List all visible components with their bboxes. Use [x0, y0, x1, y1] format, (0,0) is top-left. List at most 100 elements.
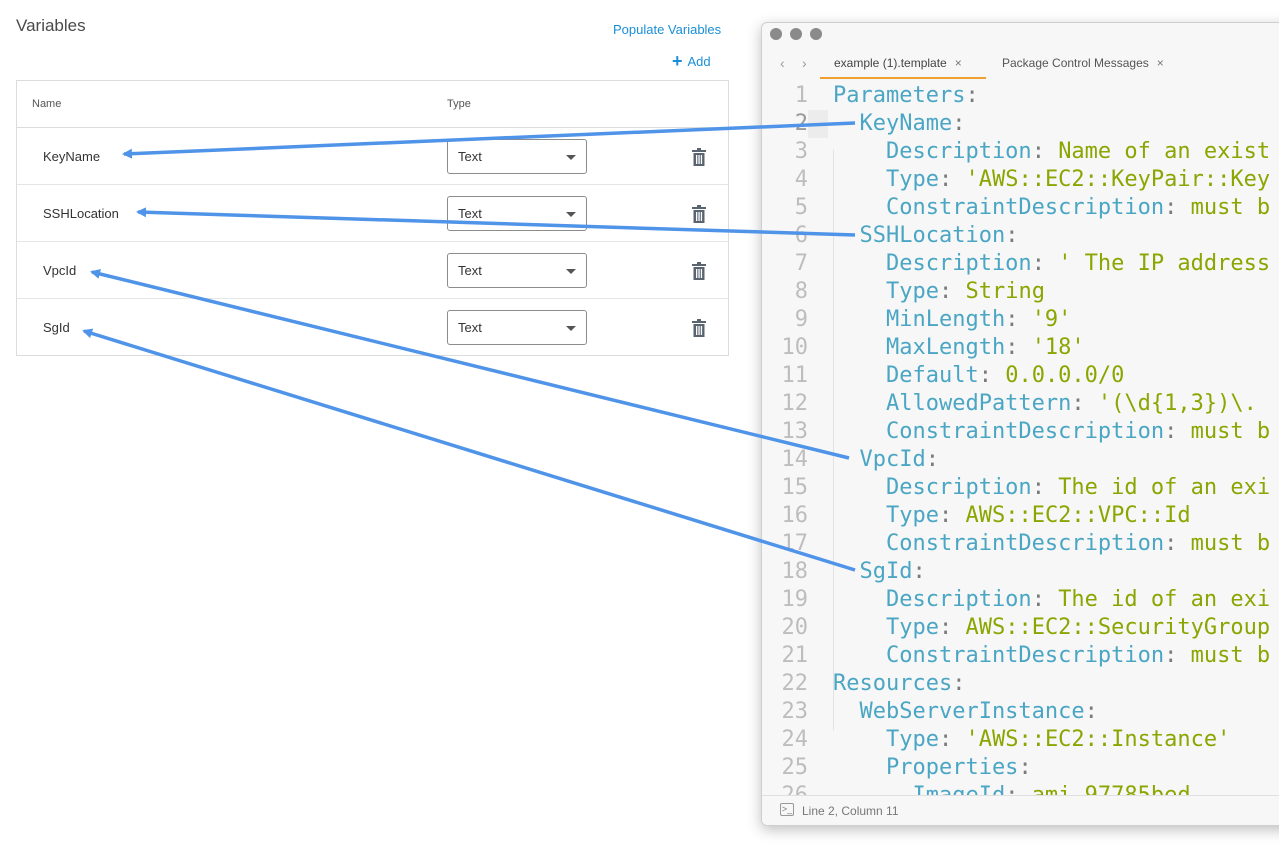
code-punct: : [965, 83, 979, 108]
code-value: The id of an exi [1058, 587, 1271, 612]
tab-example-template[interactable]: example (1).template× [820, 47, 986, 79]
table-header: Name Type [17, 81, 728, 128]
variable-name: SSHLocation [43, 206, 119, 221]
close-tab-icon[interactable]: × [954, 56, 962, 70]
code-value: '9' [1031, 307, 1072, 332]
code-key: ConstraintDescription [833, 195, 1165, 220]
code-punct: : [1031, 139, 1059, 164]
trash-icon[interactable] [692, 319, 706, 337]
code-punct: : [952, 111, 966, 136]
code-text: Type: 'AWS::EC2::Instance' [833, 726, 1230, 754]
code-line: 11 Default: 0.0.0.0/0 [762, 362, 1279, 390]
code-line: 3 Description: Name of an exist [762, 138, 1279, 166]
code-text: Description: The id of an exi [833, 474, 1270, 502]
code-text: VpcId: [833, 446, 938, 474]
close-window-button[interactable] [770, 28, 782, 40]
type-select-value: Text [458, 263, 482, 278]
code-punct: : [1164, 419, 1191, 444]
line-number: 24 [781, 727, 809, 752]
code-text: Resources: [833, 670, 965, 698]
code-punct: : [1031, 251, 1059, 276]
trash-icon[interactable] [692, 262, 706, 280]
code-value: AWS::EC2::VPC::Id [965, 503, 1191, 528]
line-number: 19 [781, 587, 809, 612]
line-number: 14 [781, 447, 809, 472]
add-variable-button[interactable]: + Add [672, 52, 711, 70]
column-header-type: Type [447, 98, 471, 110]
code-key: ImageId [833, 783, 1006, 796]
code-text: Description: Name of an exist [833, 138, 1270, 166]
line-number: 20 [781, 615, 809, 640]
code-value: must b [1190, 195, 1271, 220]
minimize-window-button[interactable] [790, 28, 802, 40]
line-number: 25 [781, 755, 809, 780]
code-text: Default: 0.0.0.0/0 [833, 362, 1124, 390]
variable-name: KeyName [43, 149, 101, 164]
code-text: Type: String [833, 278, 1045, 306]
code-key: Properties [833, 755, 1019, 780]
code-value: 'AWS::EC2::KeyPair::Key [965, 167, 1271, 192]
code-text: Parameters: [833, 82, 979, 110]
line-number: 13 [781, 419, 809, 444]
variable-name: VpcId [43, 263, 77, 278]
code-key: AllowedPattern [833, 391, 1072, 416]
code-line: 19 Description: The id of an exi [762, 586, 1279, 614]
type-select[interactable]: Text [447, 139, 587, 174]
code-key: Type [833, 727, 939, 752]
code-line: 17 ConstraintDescription: must b [762, 530, 1279, 558]
code-punct: : [938, 615, 966, 640]
code-key: Type [833, 167, 939, 192]
add-label: Add [687, 54, 711, 69]
code-value: 0.0.0.0/0 [1005, 363, 1125, 388]
code-text: ConstraintDescription: must b [833, 530, 1270, 558]
code-punct: : [1164, 643, 1191, 668]
code-key: Type [833, 279, 939, 304]
line-number: 8 [794, 279, 808, 304]
tab-bar: ‹ › example (1).template× Package Contro… [762, 47, 1279, 79]
code-text: MinLength: '9' [833, 306, 1071, 334]
line-number: 2 [794, 111, 808, 136]
trash-icon[interactable] [692, 205, 706, 223]
forward-arrow-icon[interactable]: › [802, 55, 807, 71]
arrow-sgid [82, 328, 856, 572]
code-line: 15 Description: The id of an exi [762, 474, 1279, 502]
line-number: 3 [794, 139, 808, 164]
table-row: VpcId Text [17, 242, 728, 299]
terminal-icon[interactable]: >_ [780, 803, 794, 816]
line-number: 10 [781, 335, 809, 360]
code-key: MaxLength [833, 335, 1006, 360]
window-titlebar [762, 23, 1279, 47]
type-select[interactable]: Text [447, 310, 587, 345]
populate-variables-link[interactable]: Populate Variables [613, 22, 722, 37]
code-punct: : [1018, 755, 1032, 780]
type-select[interactable]: Text [447, 196, 587, 231]
tab-package-control-messages[interactable]: Package Control Messages× [1002, 47, 1202, 79]
panel-title: Variables [16, 16, 86, 35]
code-value: '(\d{1,3})\. [1097, 391, 1257, 416]
line-number: 6 [794, 223, 808, 248]
code-value: String [965, 279, 1045, 304]
close-tab-icon[interactable]: × [1156, 56, 1164, 70]
code-punct: : [1071, 391, 1098, 416]
code-key: ConstraintDescription [833, 419, 1165, 444]
code-text: MaxLength: '18' [833, 334, 1085, 362]
type-select-value: Text [458, 206, 482, 221]
code-punct: : [1031, 587, 1059, 612]
code-key: Default [833, 363, 979, 388]
maximize-window-button[interactable] [810, 28, 822, 40]
back-arrow-icon[interactable]: ‹ [780, 55, 785, 71]
code-line: 23 WebServerInstance: [762, 698, 1279, 726]
code-line: 25 Properties: [762, 754, 1279, 782]
editor-window: ‹ › example (1).template× Package Contro… [761, 22, 1279, 826]
code-value: The id of an exi [1058, 475, 1271, 500]
code-line: 5 ConstraintDescription: must b [762, 194, 1279, 222]
code-punct: : [938, 503, 966, 528]
line-number: 26 [781, 783, 809, 796]
code-line: 10 MaxLength: '18' [762, 334, 1279, 362]
code-text: KeyName: [833, 110, 965, 138]
trash-icon[interactable] [692, 148, 706, 166]
code-punct: : [1005, 335, 1032, 360]
type-select[interactable]: Text [447, 253, 587, 288]
